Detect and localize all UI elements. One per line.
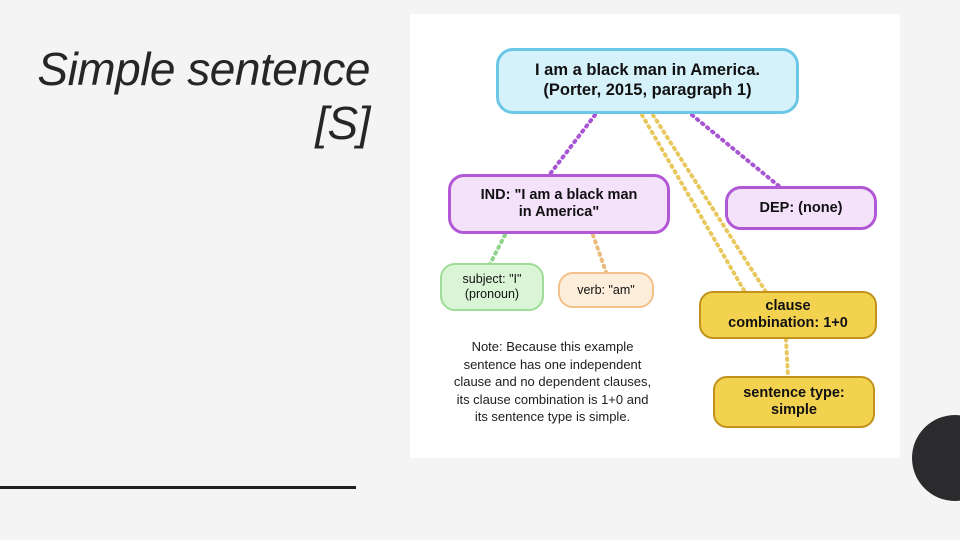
note-line-1: Note: Because this example xyxy=(471,339,634,354)
node-root-sentence[interactable]: I am a black man in America. (Porter, 20… xyxy=(496,48,799,114)
node-subject-line1: subject: "I" xyxy=(462,272,522,286)
connector-ind-to-subject xyxy=(488,233,507,266)
connector-clause-to-sentence-type xyxy=(784,337,790,378)
connector-root-to-clause-b xyxy=(651,113,768,294)
node-ind-line1: IND: "I am a black man xyxy=(480,186,638,203)
connector-root-to-clause-a xyxy=(640,113,747,294)
node-subject-line2: (pronoun) xyxy=(464,287,520,301)
diagram-note: Note: Because this example sentence has … xyxy=(415,338,690,426)
diagram-connectors xyxy=(488,113,790,378)
node-sentence-type-line1: sentence type: xyxy=(743,384,845,401)
node-verb-label: verb: "am" xyxy=(577,283,635,297)
node-clause-line1: clause xyxy=(765,297,811,314)
node-clause-combination[interactable]: clause combination: 1+0 xyxy=(699,291,877,339)
node-root-line2: (Porter, 2015, paragraph 1) xyxy=(543,81,752,99)
node-subject[interactable]: subject: "I" (pronoun) xyxy=(440,263,544,311)
node-sentence-type-line2: simple xyxy=(771,402,817,418)
note-line-2: sentence has one independent xyxy=(463,356,642,372)
node-dep-label: DEP: (none) xyxy=(759,200,843,216)
title-divider xyxy=(0,486,356,489)
decorative-circle xyxy=(912,415,960,501)
note-line-5: its sentence type is simple. xyxy=(474,409,631,425)
note-line-4: its clause combination is 1+0 and xyxy=(456,391,649,407)
node-root-line1: I am a black man in America. xyxy=(535,61,760,80)
note-line-3: clause and no dependent clauses, xyxy=(453,374,652,390)
node-dependent-clause[interactable]: DEP: (none) xyxy=(725,186,877,230)
connector-root-to-dep xyxy=(690,113,782,189)
node-ind-line2: in America" xyxy=(518,204,600,220)
page-title: Simple sentence [S] xyxy=(37,43,370,150)
connector-ind-to-verb xyxy=(591,233,608,274)
node-verb[interactable]: verb: "am" xyxy=(558,272,654,308)
node-sentence-type[interactable]: sentence type: simple xyxy=(713,376,875,428)
diagram-panel: I am a black man in America. (Porter, 20… xyxy=(410,14,900,458)
connector-root-to-ind xyxy=(548,113,597,176)
node-clause-line2: combination: 1+0 xyxy=(728,315,848,331)
node-independent-clause[interactable]: IND: "I am a black man in America" xyxy=(448,174,670,234)
